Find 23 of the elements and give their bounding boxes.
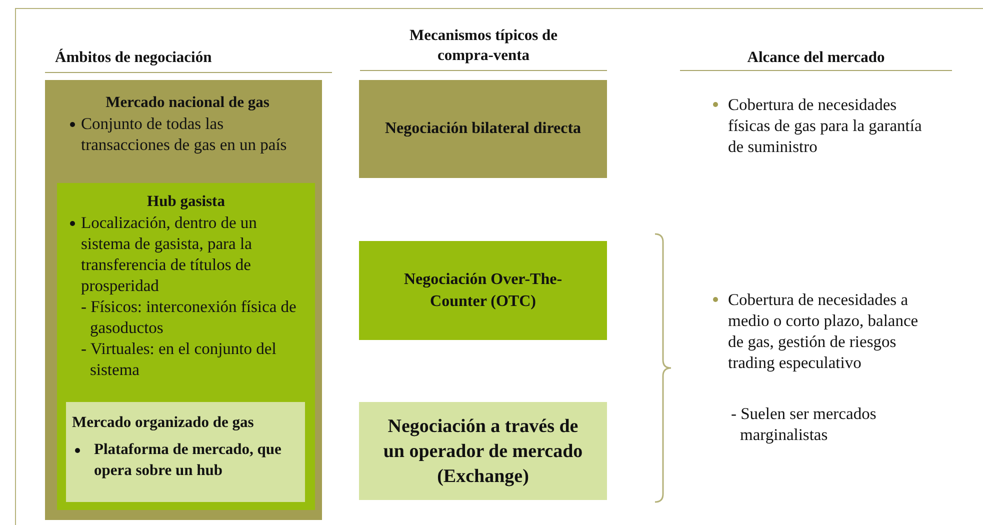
mechanism-box — [359, 402, 607, 500]
bullet-text: Cobertura de necesidades físicas de gas para la garantía de suministro — [728, 94, 923, 157]
column-header: Ámbitos de negociación — [54, 48, 213, 68]
box-heading: Mercado organizado de gas — [72, 413, 255, 433]
box-title: Negociación a través de un operador de mercado (Exchange) — [382, 414, 584, 488]
bullet-text: Localización, dentro de un sistema de gasista, para la transferencia de títulos de prosperidad — [81, 212, 258, 296]
box-heading: Mercado nacional de gas — [104, 93, 270, 113]
bullet-text: Cobertura de necesidades a medio o corto plazo, balance de gas, gestión de riesgos trading especulativo — [728, 289, 920, 373]
organized-market-box — [66, 402, 305, 502]
column-header: Alcance del mercado — [746, 48, 886, 68]
market-box — [45, 80, 322, 520]
hub-box — [57, 183, 315, 510]
sub-item-text: - Físicos: interconexión física de gasoductos — [81, 296, 298, 338]
sub-item-text: - Suelen ser mercados marginalistas — [731, 403, 878, 445]
bullet-text: Conjunto de todas las transacciones de gas en un país — [81, 113, 288, 155]
bullet-text: Plataforma de mercado, que opera sobre un hub — [94, 440, 282, 481]
mechanism-box — [359, 80, 607, 178]
box-title: Negociación Over-The-Counter (OTC) — [402, 270, 564, 312]
box-title: Negociación bilateral directa — [384, 119, 582, 139]
sub-item-text: - Virtuales: en el conjunto del sistema — [81, 338, 278, 380]
box-heading: Hub gasista — [146, 192, 226, 212]
column-header: Mecanismos típicos de compra-venta — [408, 26, 559, 66]
mechanism-box — [359, 241, 607, 340]
